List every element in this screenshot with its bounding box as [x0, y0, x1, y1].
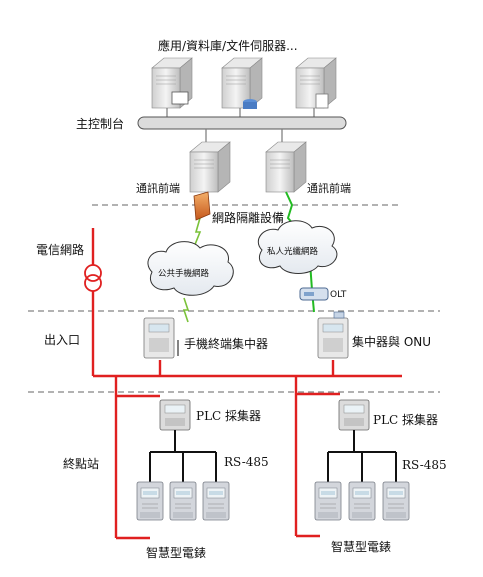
olt-device-port — [304, 292, 314, 296]
rs485-lines — [149, 430, 397, 482]
rs485-right-label: RS-485 — [402, 458, 447, 472]
top-caption: 應用/資料庫/文件伺服器... — [158, 38, 298, 53]
wireless-link-lower — [182, 297, 190, 323]
meter-left-3-icon — [202, 481, 230, 521]
monitor-badge — [171, 91, 189, 105]
meter-left-1-icon — [136, 481, 164, 521]
telecom-label: 電信網路 — [36, 242, 84, 257]
plc-right-label: PLC 採集器 — [373, 412, 438, 427]
public-network-cloud-icon — [147, 241, 234, 296]
database-badge-body — [243, 102, 257, 109]
isolation-label: 網路隔離設備 — [212, 210, 284, 225]
document-badge — [315, 93, 329, 109]
mobile-concentrator-device-icon — [143, 317, 179, 359]
top-servers — [151, 57, 337, 117]
concentrator-onu-device-icon — [317, 311, 349, 359]
terminal-label: 終點站 — [63, 456, 99, 471]
meter-right-label: 智慧型電錶 — [331, 539, 391, 554]
plc-left-label: PLC 採集器 — [196, 408, 261, 423]
transformer-icon — [84, 264, 102, 292]
front-end-left-server-icon — [189, 141, 231, 193]
meter-right-2-icon — [348, 481, 376, 521]
main-bus — [137, 116, 347, 130]
front-end-right-label: 通訊前端 — [307, 181, 351, 195]
wireless-link-upper — [191, 217, 202, 253]
main-control-label: 主控制台 — [76, 116, 124, 131]
plc-collector-left-icon — [159, 399, 191, 431]
meter-left-2-icon — [169, 481, 197, 521]
mobile-concentrator-label: 手機終端集中器 — [184, 336, 268, 351]
plc-collector-right-icon — [338, 399, 370, 431]
meter-right-1-icon — [314, 481, 342, 521]
tier-separators — [28, 204, 440, 393]
rs485-left-label: RS-485 — [224, 455, 269, 469]
meter-right-3-icon — [382, 481, 410, 521]
public-network-label: 公共手機網路 — [158, 268, 210, 279]
olt-label: OLT — [330, 290, 347, 300]
front-end-left-label: 通訊前端 — [136, 181, 180, 195]
firewall-icon — [193, 191, 211, 221]
meter-left-label: 智慧型電錶 — [146, 545, 206, 560]
private-network-cloud-icon — [257, 220, 338, 274]
front-end-right-server-icon — [265, 141, 307, 193]
entry-label: 出入口 — [44, 333, 80, 347]
power-lines — [91, 228, 402, 540]
private-network-label: 私人光纖網路 — [267, 246, 319, 257]
concentrator-onu-label: 集中器與 ONU — [352, 334, 431, 349]
